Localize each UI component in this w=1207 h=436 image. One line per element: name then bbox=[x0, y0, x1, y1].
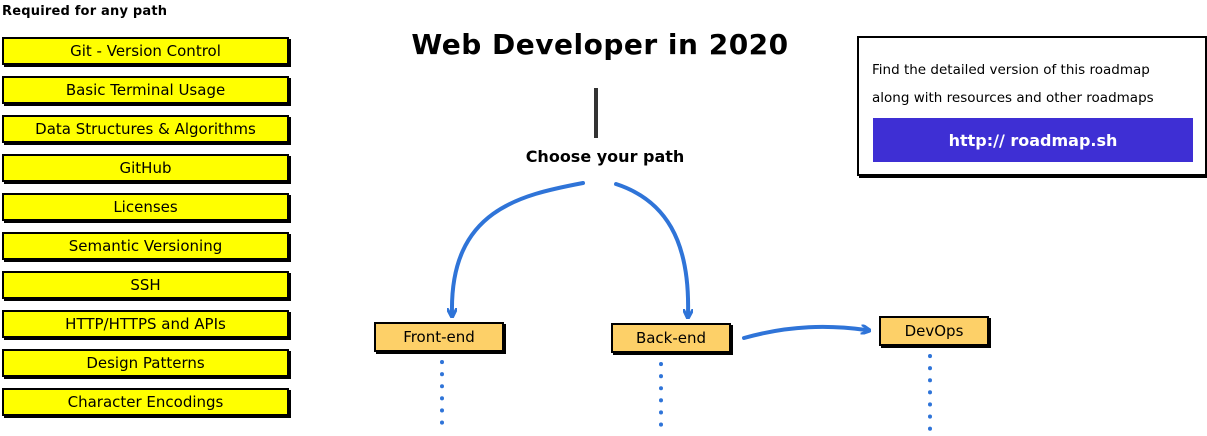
required-item-semver[interactable]: Semantic Versioning bbox=[2, 232, 289, 260]
required-item-design-patterns[interactable]: Design Patterns bbox=[2, 349, 289, 377]
arrow-to-devops bbox=[742, 327, 866, 340]
info-line-2: along with resources and other roadmaps bbox=[872, 90, 1154, 106]
info-line-1: Find the detailed version of this roadma… bbox=[872, 62, 1150, 78]
required-list: Git - Version Control Basic Terminal Usa… bbox=[2, 37, 289, 427]
page-title: Web Developer in 2020 bbox=[411, 28, 789, 61]
required-item-github[interactable]: GitHub bbox=[2, 154, 289, 182]
choose-path-label: Choose your path bbox=[525, 147, 685, 166]
info-box: Find the detailed version of this roadma… bbox=[857, 36, 1207, 176]
required-item-licenses[interactable]: Licenses bbox=[2, 193, 289, 221]
roadmap-link-button[interactable]: http:// roadmap.sh bbox=[873, 118, 1193, 162]
path-node-backend[interactable]: Back-end bbox=[611, 323, 731, 353]
required-item-ssh[interactable]: SSH bbox=[2, 271, 289, 299]
title-connector-line bbox=[594, 88, 598, 138]
required-item-char-encodings[interactable]: Character Encodings bbox=[2, 388, 289, 416]
arrow-to-backend bbox=[614, 182, 688, 314]
path-node-devops[interactable]: DevOps bbox=[879, 316, 989, 346]
required-item-http[interactable]: HTTP/HTTPS and APIs bbox=[2, 310, 289, 338]
sidebar-heading: Required for any path bbox=[2, 4, 168, 19]
info-text: Find the detailed version of this roadma… bbox=[872, 56, 1202, 112]
required-item-git[interactable]: Git - Version Control bbox=[2, 37, 289, 65]
path-node-frontend[interactable]: Front-end bbox=[374, 322, 504, 352]
arrow-to-frontend bbox=[452, 181, 585, 313]
required-item-terminal[interactable]: Basic Terminal Usage bbox=[2, 76, 289, 104]
required-item-data-structures[interactable]: Data Structures & Algorithms bbox=[2, 115, 289, 143]
